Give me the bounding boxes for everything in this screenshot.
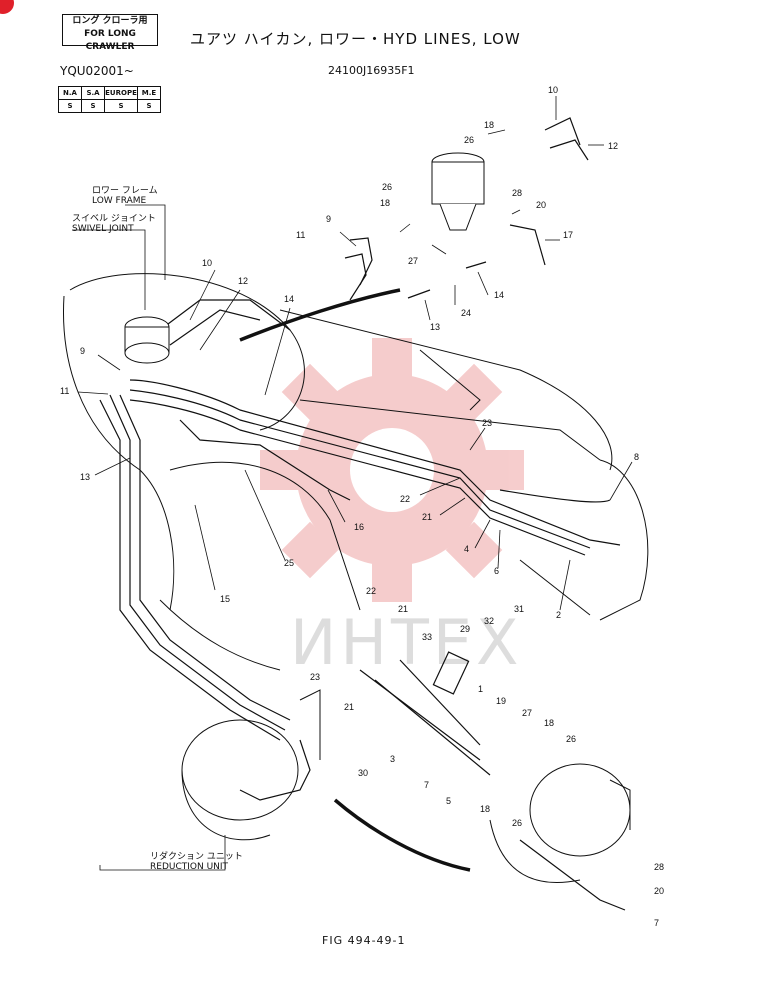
callout-11-top: 11 — [296, 230, 305, 240]
callout-10: 10 — [202, 258, 212, 268]
callout-5: 5 — [446, 796, 451, 806]
callout-13-top: 13 — [430, 322, 440, 332]
callout-28-top: 28 — [512, 188, 522, 198]
callout-18-bottom: 18 — [544, 718, 554, 728]
callout-19: 19 — [496, 696, 506, 706]
callout-6: 6 — [494, 566, 499, 576]
leader-lines — [72, 96, 633, 871]
region-spec-table: N.A S.A EUROPE M.E S S S S — [58, 86, 161, 113]
callout-10-top: 10 — [548, 85, 558, 95]
tag-line-jp: ロング クローラ用 — [72, 16, 148, 26]
figure-number: FIG 494-49-1 — [322, 934, 406, 947]
swivel-joint-label: スイベル ジョイント SWIVEL JOINT — [72, 214, 156, 234]
callout-20-top: 20 — [536, 200, 546, 210]
callout-4: 4 — [464, 544, 469, 554]
callout-21: 21 — [422, 512, 432, 522]
callout-18-top: 18 — [484, 120, 494, 130]
callout-28: 28 — [654, 862, 664, 872]
callout-13: 13 — [80, 472, 90, 482]
callout-25: 25 — [284, 558, 294, 568]
callout-27-top: 27 — [408, 256, 418, 266]
callout-27: 27 — [522, 708, 532, 718]
swivel-joint-part — [124, 316, 170, 364]
callout-21-left: 21 — [344, 702, 354, 712]
callout-22-bottom: 22 — [366, 586, 376, 596]
callout-17: 17 — [563, 230, 573, 240]
callout-11: 11 — [60, 386, 69, 396]
frame-outline — [63, 273, 649, 883]
callout-numbers: 10 12 18 26 26 28 20 17 18 9 11 27 14 24… — [60, 85, 664, 928]
callout-29: 29 — [460, 624, 470, 634]
serial-number: YQU02001~ — [60, 64, 134, 78]
swivel-joint-label-jp: スイベル ジョイント — [72, 214, 156, 224]
page-title: ユアツ ハイカン, ロワー・HYD LINES, LOW — [190, 30, 521, 48]
tag-line-en: FOR LONG CRAWLER — [84, 29, 136, 52]
swivel-joint-exploded — [431, 152, 485, 231]
callout-12: 12 — [238, 276, 248, 286]
long-crawler-tag: ロング クローラ用 FOR LONG CRAWLER — [62, 14, 158, 52]
callout-9: 9 — [80, 346, 85, 356]
swivel-joint-label-en: SWIVEL JOINT — [72, 224, 134, 234]
watermark-text: ИНТЕХ — [290, 606, 523, 679]
low-frame-label: ロワー フレーム LOW FRAME — [92, 186, 158, 206]
callout-8: 8 — [634, 452, 639, 462]
callout-21-bottom: 21 — [398, 604, 408, 614]
callout-15: 15 — [220, 594, 230, 604]
callout-23-bottom: 23 — [310, 672, 320, 682]
exploded-hoses-top — [344, 117, 589, 301]
callout-14: 14 — [284, 294, 294, 304]
callout-26-lower: 26 — [512, 818, 522, 828]
callout-2: 2 — [556, 610, 561, 620]
callout-14-top: 14 — [494, 290, 504, 300]
callout-22: 22 — [400, 494, 410, 504]
frame-edge-top — [239, 288, 401, 342]
callout-18-lower: 18 — [480, 804, 490, 814]
callout-16: 16 — [354, 522, 364, 532]
callout-31: 31 — [514, 604, 524, 614]
callout-1: 1 — [478, 684, 483, 694]
callout-33: 33 — [422, 632, 432, 642]
callout-18-mid: 18 — [380, 198, 390, 208]
reduction-unit-label-jp: リダクション ユニット — [150, 852, 243, 862]
callout-23: 23 — [482, 418, 492, 428]
brand-dot — [0, 0, 14, 14]
callout-24: 24 — [461, 308, 471, 318]
callout-30: 30 — [358, 768, 368, 778]
callout-26-bottom: 26 — [566, 734, 576, 744]
part-number: 24100J16935F1 — [328, 64, 415, 77]
hydraulic-lines — [99, 299, 621, 801]
frame-edge-bottom — [333, 798, 471, 872]
callout-3: 3 — [390, 754, 395, 764]
callout-26-mid: 26 — [382, 182, 392, 192]
reduction-unit-label-en: REDUCTION UNIT — [150, 862, 229, 872]
spec-value-me: S — [137, 99, 161, 113]
callout-9-top: 9 — [326, 214, 331, 224]
callout-12-top: 12 — [608, 141, 618, 151]
exploded-hoses-bottom — [359, 651, 626, 911]
callout-32: 32 — [484, 616, 494, 626]
callout-26-top: 26 — [464, 135, 474, 145]
low-frame-label-jp: ロワー フレーム — [92, 186, 158, 196]
low-frame-label-en: LOW FRAME — [92, 196, 147, 206]
callout-20: 20 — [654, 886, 664, 896]
reduction-unit-label: リダクション ユニット REDUCTION UNIT — [150, 852, 243, 872]
callout-7: 7 — [424, 780, 429, 790]
callout-7-right: 7 — [654, 918, 659, 928]
